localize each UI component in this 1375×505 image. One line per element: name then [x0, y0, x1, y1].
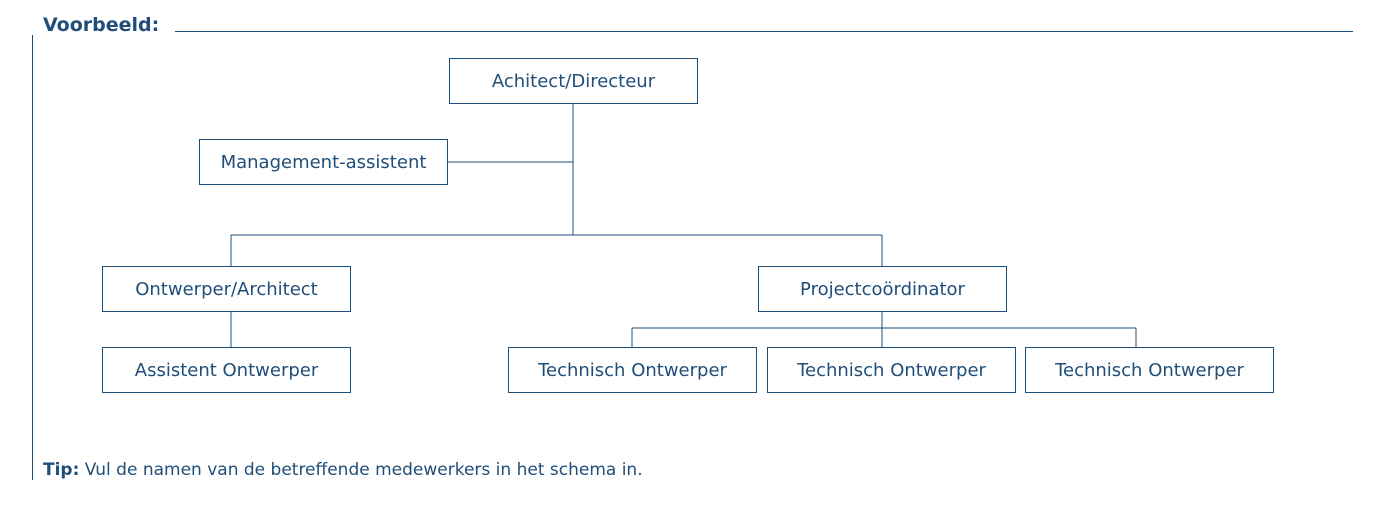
node-assistant-designer: Assistent Ontwerper [102, 347, 351, 393]
node-technical-designer-2: Technisch Ontwerper [767, 347, 1016, 393]
tip-label: Tip: [43, 460, 80, 480]
side-rule [32, 35, 33, 480]
tip-text: Vul de namen van de betreffende medewerk… [79, 460, 643, 480]
node-management-assistant: Management-assistent [199, 139, 448, 185]
tip-note: Tip: Vul de namen van de betreffende med… [43, 458, 643, 482]
node-project-coordinator: Projectcoördinator [758, 266, 1007, 312]
heading-rule [175, 31, 1353, 32]
example-heading: Voorbeeld: [43, 14, 160, 36]
node-technical-designer-1: Technisch Ontwerper [508, 347, 757, 393]
node-director: Achitect/Directeur [449, 58, 698, 104]
node-designer-architect: Ontwerper/Architect [102, 266, 351, 312]
node-technical-designer-3: Technisch Ontwerper [1025, 347, 1274, 393]
